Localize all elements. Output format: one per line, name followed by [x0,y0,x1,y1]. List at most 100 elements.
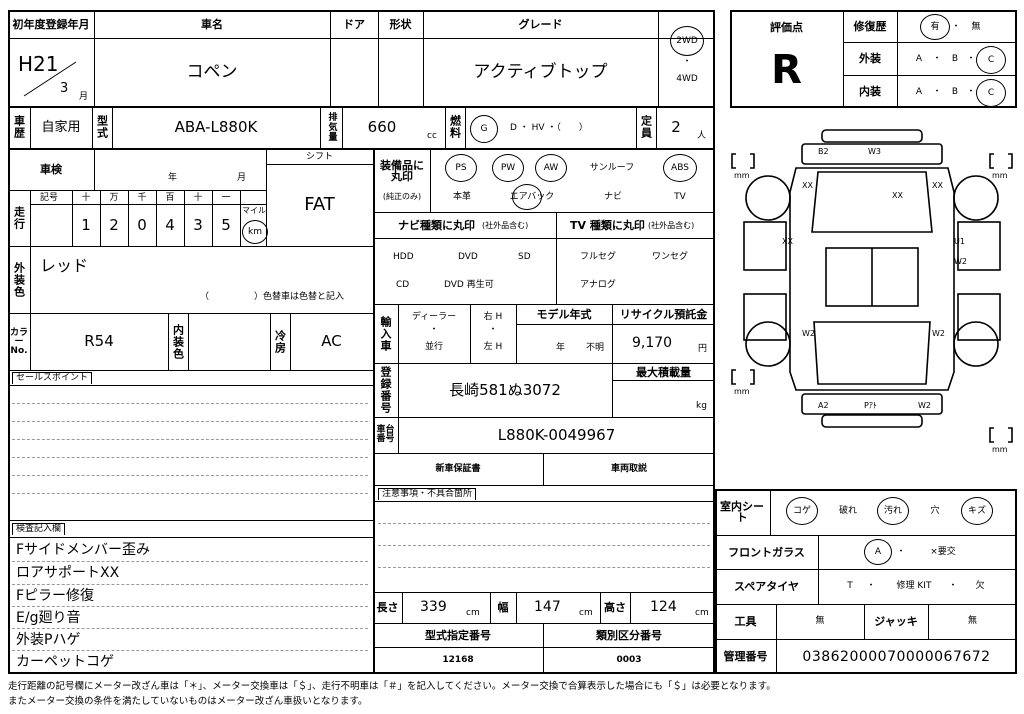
inspector-note-1: ロアサポートXX [16,565,120,581]
navi-type-hdd: HDD [393,252,414,262]
navi-types-sub: (社外品含む) [482,221,529,230]
navi-type-cd: CD [396,280,410,290]
designation-value: 12168 [442,655,474,665]
sunroof-label: サンルーフ [589,162,635,173]
sheet-hole: 穴 [930,505,940,516]
tv-type-analog: アナログ [580,280,616,290]
drive-2wd: 2WD [676,35,698,46]
interior-grade-b: B [951,86,959,97]
equipment-label: 装備品に丸印 [380,159,424,183]
spare-tire-dot1: ・ [866,580,876,591]
tv-type-fullseg: フルセグ [580,252,617,262]
mark-w2-4: W2 [918,401,931,410]
model-year-label: モデル年式 [536,307,592,321]
fuel-selected: G [480,123,488,134]
spare-tire-t: T [847,580,853,591]
score-label: 評価点 [770,20,803,34]
sheet-tear: 破れ [838,505,857,516]
exterior-color-value: レッド [40,256,89,275]
mark-xx-3: XX [932,181,943,190]
recycle-yen: 円 [698,344,708,354]
car-name-label: 車名 [201,17,223,31]
width-value: 147 [534,599,561,615]
navi-label: ナビ [603,191,622,202]
abs-label: ABS [671,162,689,173]
import-dealer: ディーラー [411,311,457,322]
fuel-options: D ・ HV ・（ ） [510,123,588,133]
digit-header-5: 一 [221,192,231,203]
chassis-label: 車台番号 [376,425,395,444]
exterior-grade-label: 外装 [859,52,881,65]
import-lh: 左 H [483,341,503,352]
footer-line-2: またメーター交換の条件を満たしていないものはメーター改ざん車扱いとなります。 [8,696,368,707]
recycle-label: リサイクル預託金 [619,307,708,321]
inspector-note-0: Fサイドメンバー歪み [16,542,151,558]
tv-types-sub: (社外品含む) [648,221,695,230]
drive-dot: ・ [682,56,692,67]
pw-label: PW [500,162,516,173]
registration-label: 登録番号 [379,366,392,414]
capacity-value: 2 [671,117,681,136]
drive-2wd-circle [670,26,704,56]
digit-header-0: 十 [81,192,91,203]
model-year-unit: 年 [556,343,566,353]
usage-value: 自家用 [41,119,81,135]
length-unit: cm [466,608,480,618]
mark-xx-4: XX [782,237,793,246]
digit-3: 4 [165,215,175,234]
exterior-color-note: （ ）色替車は色替と記入 [200,292,345,302]
ac-label: 冷房 [273,329,287,354]
car-name: コペン [186,61,238,82]
tools-label: 工具 [734,615,757,628]
windshield-a-circle [864,539,892,565]
drive-4wd: 4WD [676,73,698,84]
category-label: 類別区分番号 [596,628,662,642]
import-rh: 右 H [483,311,503,322]
evaluation-box [730,10,1017,108]
chassis-value: L880K-0049967 [497,425,616,444]
navi-type-dvd: DVD [458,252,478,262]
spare-tire-label: スペアタイヤ [734,580,799,593]
pw-circle [492,154,524,182]
sheet-scratch-circle [961,497,993,525]
interior-grade-label: 内装 [859,85,881,98]
shift-value: FAT [304,194,335,215]
tire-unit-rr: mm [992,445,1008,454]
import-dot-2: ・ [488,324,498,335]
score-value: R [771,47,802,93]
tv-types-label: TV 種類に丸印 [570,219,645,232]
registration-value: 長崎581ぬ3072 [449,380,561,399]
airbag-circle [512,184,542,210]
height-label: 高さ [604,601,626,614]
tire-unit-fl: mm [734,171,750,180]
mile-label: マイル [242,206,266,215]
exterior-grade-dot2: ・ [966,53,976,64]
sheet-burn: コゲ [792,505,811,516]
jack-label: ジャッキ [874,615,918,628]
inspector-note-4: 外装Pハゲ [16,632,81,648]
main-form [8,10,715,674]
digit-0: 1 [81,215,91,234]
footer-line-1: 走行距離の記号欄にメーター改ざん車は「＊」、メーター交換車は「＄」、走行不明車は… [8,681,776,692]
spare-tire-missing: 欠 [975,580,985,591]
mark-a2: A2 [818,401,829,410]
sales-point-label: セールスポイント [12,372,93,384]
mark-w2-2: W2 [802,329,815,338]
ps-label: PS [455,162,467,173]
digit-1: 2 [109,215,119,234]
tire-unit-fr: mm [992,171,1008,180]
category-value: 0003 [616,655,642,665]
mileage-symbol-label: 記号 [40,193,59,203]
capacity-unit: 人 [697,131,707,141]
height-unit: cm [695,608,709,618]
designation-label: 型式指定番号 [425,628,491,642]
import-parallel: 並行 [424,341,443,352]
digit-2: 0 [137,215,147,234]
digit-5: 5 [221,215,231,234]
spare-tire-dot2: ・ [948,580,958,591]
tire-unit-rl: mm [734,387,750,396]
mark-pato: Pｱﾄ [864,401,877,410]
grade-label: グレード [518,17,563,31]
import-dot-1: ・ [429,324,439,335]
exterior-color-label: 外装色 [12,261,26,298]
